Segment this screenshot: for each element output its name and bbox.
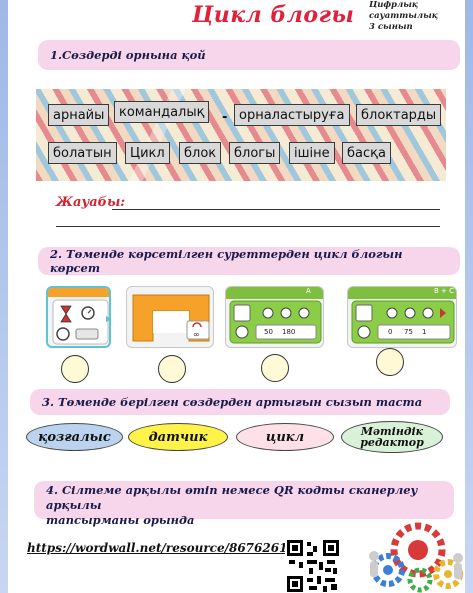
port-label: B + C	[434, 287, 455, 295]
word-tile[interactable]: ішіне	[289, 142, 335, 164]
word-tile[interactable]: болатын	[48, 142, 117, 164]
grade-note: Цифрлық сауаттылық 3 сынып	[369, 0, 469, 33]
svg-text:∞: ∞	[193, 330, 200, 339]
answer-circle-1[interactable]	[61, 355, 89, 383]
word-tile[interactable]: арнайы	[48, 104, 110, 126]
answer-circle-4[interactable]	[376, 348, 404, 376]
hourglass-icon	[48, 288, 109, 345]
task2-header: 2. Төменде көрсетілген суреттерден цикл …	[38, 247, 460, 275]
qr-code-icon[interactable]	[285, 538, 341, 593]
task4-label-line: 4. Сілтеме арқылы өтіп немесе QR кодты с…	[46, 483, 418, 512]
option-oval[interactable]: датчик	[128, 423, 228, 451]
word-tile[interactable]: блок	[179, 142, 222, 164]
answer-circle-3[interactable]	[261, 354, 289, 382]
option-oval[interactable]: цикл	[236, 423, 334, 451]
answer-line[interactable]	[112, 209, 440, 210]
motor-block-image[interactable]: A 50 180	[225, 286, 324, 348]
grade-label: 3 сынып	[369, 22, 413, 32]
steering-block-image[interactable]: B + C 0 75 1	[347, 286, 457, 348]
task4-label-line: тапсырманы орында	[46, 513, 195, 527]
subject-label: Цифрлық сауаттылық	[369, 0, 438, 21]
task4-header: 4. Сілтеме арқылы өтіп немесе QR кодты с…	[34, 481, 454, 527]
loop-icon: ∞	[132, 294, 210, 342]
task3-header: 3. Төменде берілген сөздерден артығын сы…	[30, 389, 450, 415]
word-tile[interactable]: блоктарды	[356, 104, 442, 126]
page-title: Цикл блогы	[192, 2, 355, 28]
loop-block-image[interactable]: ∞	[126, 286, 214, 348]
block-value: 1	[422, 328, 427, 336]
word-tile[interactable]: блогы	[229, 142, 281, 164]
block-value: 75	[404, 328, 413, 336]
word-tile[interactable]: Цикл	[125, 142, 170, 164]
option-oval[interactable]: Мәтіндік редактор	[341, 421, 443, 453]
port-label: A	[306, 287, 311, 295]
word-tile[interactable]: командалық	[114, 101, 210, 123]
answer-line[interactable]	[56, 226, 440, 227]
page-left-border	[0, 0, 8, 593]
word-tile[interactable]: басқа	[342, 142, 391, 164]
option-oval[interactable]: қозғалыс	[26, 423, 123, 451]
block-value: 0	[388, 328, 393, 336]
answer-label: Жауабы:	[56, 195, 126, 210]
word-dash: -	[222, 109, 228, 125]
wordwall-link[interactable]: https://wordwall.net/resource/86762614	[27, 541, 296, 555]
block-value: 50	[264, 328, 273, 336]
block-value: 180	[282, 328, 296, 336]
motor-icon	[226, 287, 323, 344]
wait-block-image[interactable]	[46, 286, 111, 348]
page-right-border	[465, 0, 473, 593]
word-bank: арнайы командалық - орналастыруға блокта…	[36, 89, 446, 181]
gears-illustration-icon	[360, 520, 465, 593]
word-tile[interactable]: орналастыруға	[234, 104, 350, 126]
steering-icon	[348, 287, 456, 344]
task1-header: 1.Сөздерді орнына қой	[38, 40, 460, 70]
answer-circle-2[interactable]	[158, 355, 186, 383]
